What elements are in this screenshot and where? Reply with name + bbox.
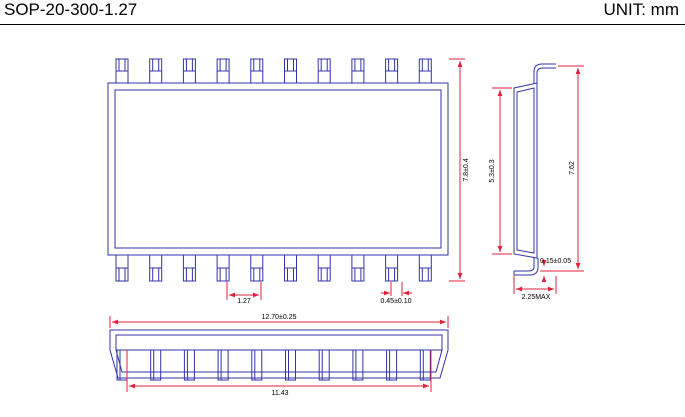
lead-width-dimension (381, 282, 412, 296)
package-title: SOP-20-300-1.27 (4, 0, 138, 19)
header-rule (0, 24, 685, 25)
lead-bottom (250, 254, 264, 282)
lead-top (149, 58, 163, 84)
lead-front (318, 349, 330, 381)
lead-bottom (385, 254, 399, 282)
lead-bottom (115, 254, 129, 282)
lead-front (285, 349, 296, 381)
lead-front (150, 349, 162, 381)
lead-front (217, 349, 229, 381)
pitch-label: 1.27 (237, 298, 251, 305)
max-height-label: 2.25MAX (522, 294, 551, 301)
max-height-dimension (513, 276, 557, 294)
lead-bottom (351, 254, 365, 282)
lead-front (183, 349, 195, 381)
lead-front (352, 349, 364, 381)
lead-front (251, 349, 263, 381)
front-leads (116, 349, 431, 381)
body-width-label: 5.3±0.3 (489, 159, 496, 182)
total-width-dimension (449, 58, 465, 282)
package-body-outer (107, 82, 449, 256)
lead-top (216, 58, 230, 84)
total-width-label: 7.8±0.4 (463, 158, 470, 181)
lead-top (284, 58, 297, 84)
lead-span-dimension (540, 65, 584, 272)
package-body-inner (114, 89, 442, 249)
lead-front (419, 349, 431, 381)
body-length-dimension (109, 316, 449, 328)
body-length-label: 12.70±0.25 (262, 314, 297, 321)
side-body-outer (513, 82, 538, 259)
bottom-leads (115, 254, 432, 282)
lead-top (418, 58, 432, 84)
lead-lower (513, 258, 539, 276)
body-width-dimension (492, 87, 512, 255)
lead-bottom (284, 254, 297, 282)
lead-thickness-label: 0.15±0.05 (540, 258, 571, 265)
lead-front (116, 349, 128, 381)
lead-top (115, 58, 129, 84)
lead-row-label: 11.43 (272, 390, 289, 397)
lead-bottom (216, 254, 230, 282)
lead-top (351, 58, 365, 84)
lead-top (317, 58, 331, 84)
front-body-inner (115, 334, 443, 373)
lead-upper-inner (536, 67, 556, 84)
front-view (109, 329, 449, 381)
front-body-outer (109, 329, 449, 379)
lead-front (386, 349, 398, 381)
top-leads (115, 58, 432, 84)
side-body-inner (516, 87, 535, 254)
side-view (513, 63, 556, 276)
lead-top (385, 58, 399, 84)
lead-row-dimension (126, 350, 432, 392)
pitch-dimension (226, 282, 262, 300)
lead-bottom (317, 254, 331, 282)
lead-span-label: 7.62 (569, 161, 576, 175)
lead-bottom (418, 254, 432, 282)
lead-width-label: 0.45±0.10 (380, 298, 411, 305)
lead-top (250, 58, 264, 84)
lead-upper (533, 63, 556, 84)
lead-bottom (149, 254, 163, 282)
lead-top (182, 58, 196, 84)
unit-label: UNIT: mm (603, 0, 679, 19)
top-view (107, 58, 449, 282)
lead-bottom (182, 254, 196, 282)
